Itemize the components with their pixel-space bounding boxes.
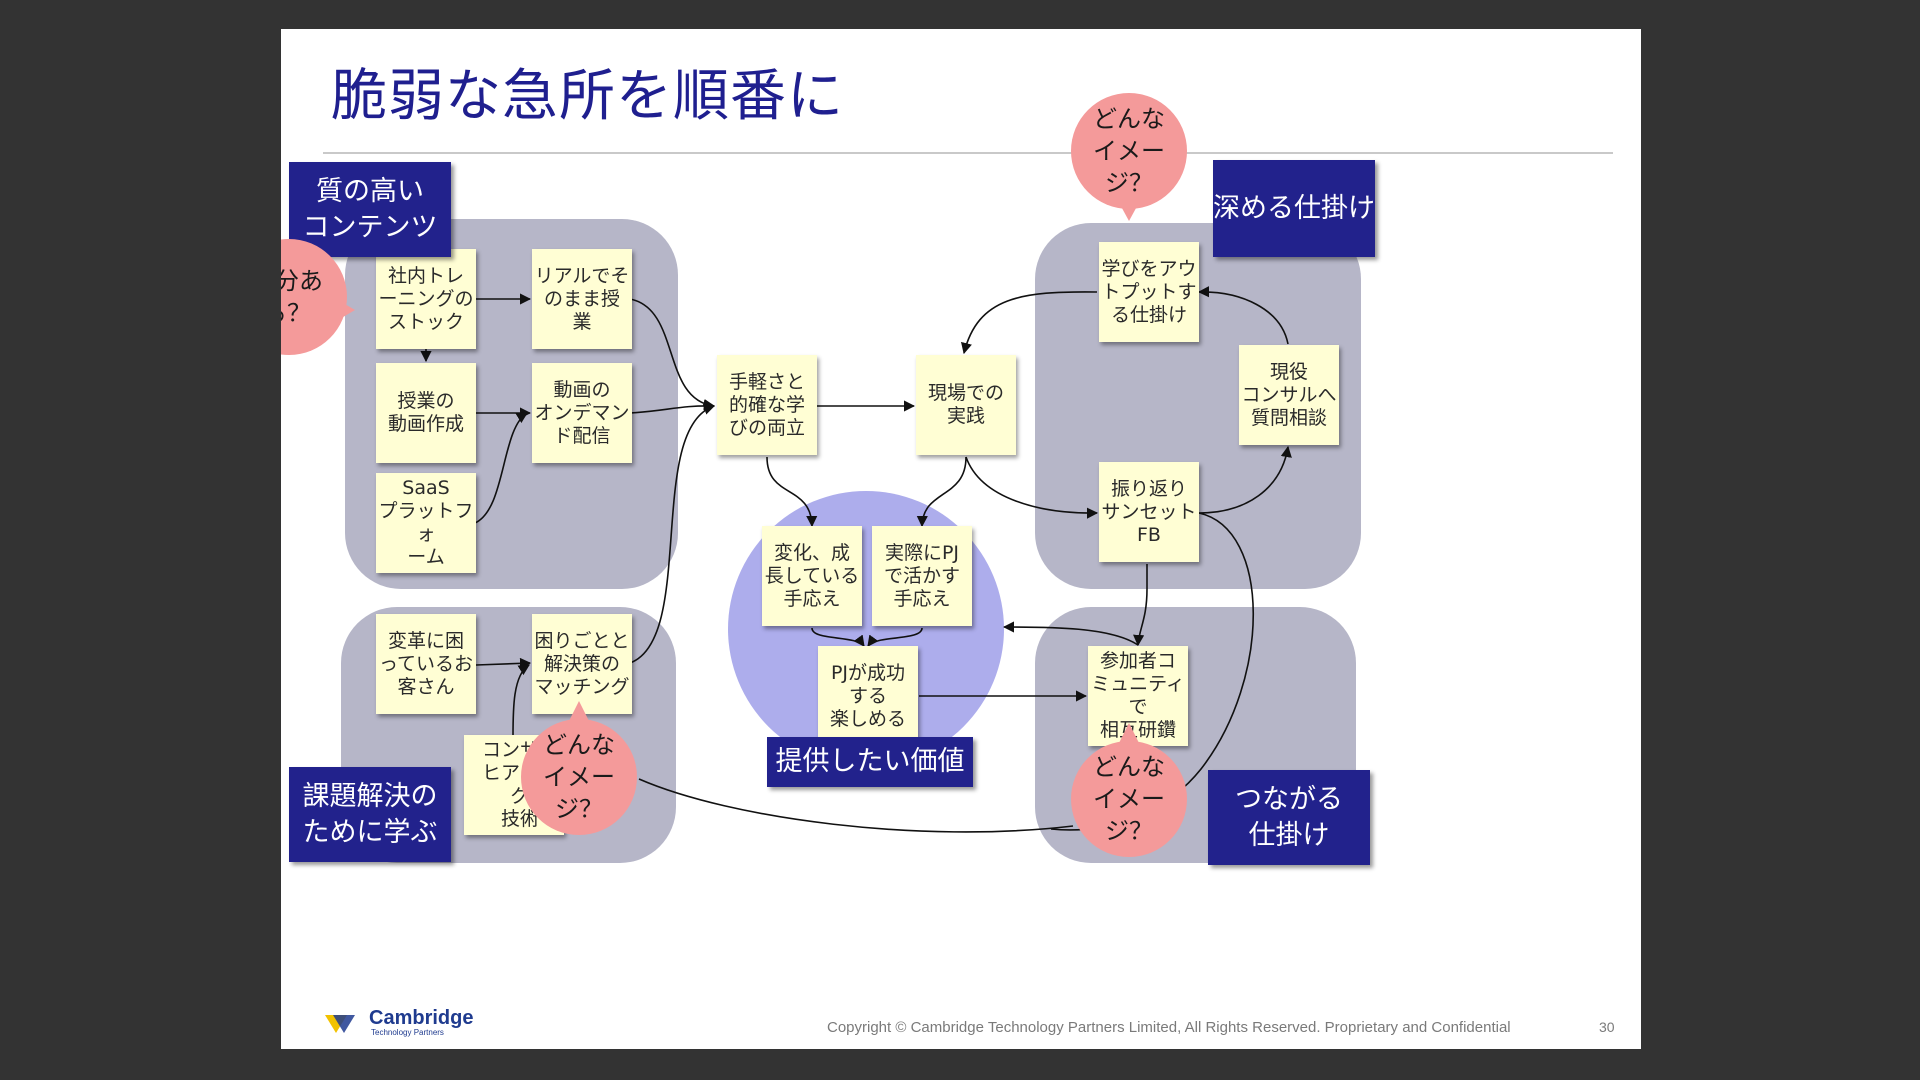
note-active-consult: 現役 コンサルへ 質問相談	[1239, 345, 1339, 445]
label-deepen: 深める仕掛け	[1213, 160, 1375, 257]
logo-subtitle: Technology Partners	[371, 1028, 444, 1037]
bubble-enough-text: 十分ある？	[281, 267, 323, 327]
cambridge-logo-icon	[325, 1015, 355, 1033]
label-connect: つながる 仕掛け	[1208, 770, 1370, 865]
label-value: 提供したい価値	[767, 737, 973, 787]
bubble-enough: 十分ある？	[281, 239, 355, 355]
note-matching: 困りごとと 解決策の マッチング	[532, 614, 632, 714]
copyright-notice: Copyright © Cambridge Technology Partner…	[827, 1019, 1511, 1036]
page-number: 30	[1599, 1019, 1615, 1035]
note-easy-learning: 手軽さと 的確な学 びの両立	[717, 355, 817, 455]
note-customer: 変革に困 っているお 客さん	[376, 614, 476, 714]
note-real-class: リアルでそ のまま授 業	[532, 249, 632, 349]
title-divider	[323, 152, 1613, 154]
note-pj-success: PJが成功 する 楽しめる	[818, 646, 918, 746]
note-video-ondemand: 動画の オンデマン ド配信	[532, 363, 632, 463]
note-growth: 変化、成 長している 手応え	[762, 526, 862, 626]
note-inhouse-training: 社内トレ ーニングの ストック	[376, 249, 476, 349]
bubble-image-top-text: どんな イメージ？	[1093, 105, 1165, 197]
bubble-image-left: どんな イメージ？	[521, 701, 637, 835]
slide: 脆弱な急所を順番に	[281, 29, 1641, 1049]
label-content: 質の高い コンテンツ	[289, 162, 451, 257]
label-problem: 課題解決の ために学ぶ	[289, 767, 451, 862]
bubble-image-right-text: どんな イメージ？	[1093, 753, 1165, 845]
note-pj-use: 実際にPJ で活かす 手応え	[872, 526, 972, 626]
bubble-image-top: どんな イメージ？	[1071, 93, 1187, 221]
bubble-image-left-text: どんな イメージ？	[543, 731, 615, 823]
bubble-image-right: どんな イメージ？	[1071, 723, 1187, 857]
slide-title: 脆弱な急所を順番に	[331, 64, 844, 129]
note-video-make: 授業の 動画作成	[376, 363, 476, 463]
note-saas: SaaS プラットフォ ーム	[376, 473, 476, 573]
note-practice: 現場での 実践	[916, 355, 1016, 455]
note-review: 振り返り サンセット FB	[1099, 462, 1199, 562]
logo-wordmark: Cambridge	[369, 1007, 474, 1029]
note-output: 学びをアウ トプットす る仕掛け	[1099, 242, 1199, 342]
